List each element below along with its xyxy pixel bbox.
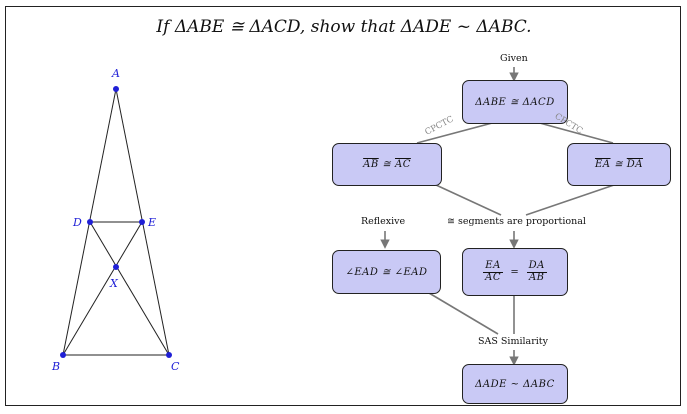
given-label: Given	[500, 53, 528, 64]
ratio-den2: AB	[528, 271, 545, 283]
reflexive-label: Reflexive	[361, 216, 406, 227]
proportional-label: ≅ segments are proportional	[447, 216, 586, 227]
line-angle-down	[428, 292, 499, 335]
ea-segment-text: EA	[594, 159, 611, 170]
given-box: ΔABE ≅ ΔACD	[462, 80, 568, 124]
label-c: C	[171, 360, 180, 373]
figure-points	[60, 86, 172, 358]
sas-label: SAS Similarity	[478, 336, 548, 347]
ab-segment-text: AB	[363, 159, 379, 170]
problem-title: If ΔABE ≅ ΔACD, show that ΔADE ~ ΔABC.	[156, 17, 532, 37]
ratio-num1: EA	[483, 260, 503, 273]
point-d	[87, 219, 93, 225]
diagram-frame: If ΔABE ≅ ΔACD, show that ΔADE ~ ΔABC. A…	[5, 6, 681, 406]
line-ab-down	[435, 184, 502, 216]
point-e	[139, 219, 145, 225]
label-a: A	[111, 67, 120, 80]
ab-ac-congruent: ≅	[382, 159, 392, 170]
label-b: B	[51, 360, 60, 373]
point-b	[60, 352, 66, 358]
ea-da-box: EA ≅ DA	[567, 143, 671, 186]
ratio-den1: AC	[485, 271, 501, 283]
segment-be	[62, 221, 143, 356]
ac-segment-text: AC	[394, 159, 411, 170]
ratio-num2: DA	[526, 260, 547, 273]
result-box: ΔADE ~ ΔABC	[462, 364, 568, 404]
point-c	[166, 352, 172, 358]
label-d: D	[72, 216, 82, 229]
angle-box: ∠EAD ≅ ∠EAD	[332, 250, 441, 294]
ab-ac-box: AB ≅ AC	[332, 143, 442, 186]
point-x	[113, 264, 119, 270]
ratio-left: EA AC	[483, 260, 503, 283]
ratio-right: DA AB	[526, 260, 547, 283]
segment-cd	[89, 221, 170, 356]
label-e: E	[147, 216, 156, 229]
flow-connectors	[380, 67, 615, 366]
diagram-canvas: A D E X B C	[51, 67, 615, 373]
ratio-equals: =	[510, 266, 520, 278]
line-given-left	[416, 121, 497, 144]
label-x: X	[109, 277, 119, 290]
ea-da-congruent: ≅	[614, 159, 624, 170]
da-segment-text: DA	[626, 159, 644, 170]
line-ea-down	[525, 184, 615, 216]
point-a	[113, 86, 119, 92]
line-given-right	[535, 121, 614, 144]
ratio-box: EA AC = DA AB	[462, 248, 568, 296]
